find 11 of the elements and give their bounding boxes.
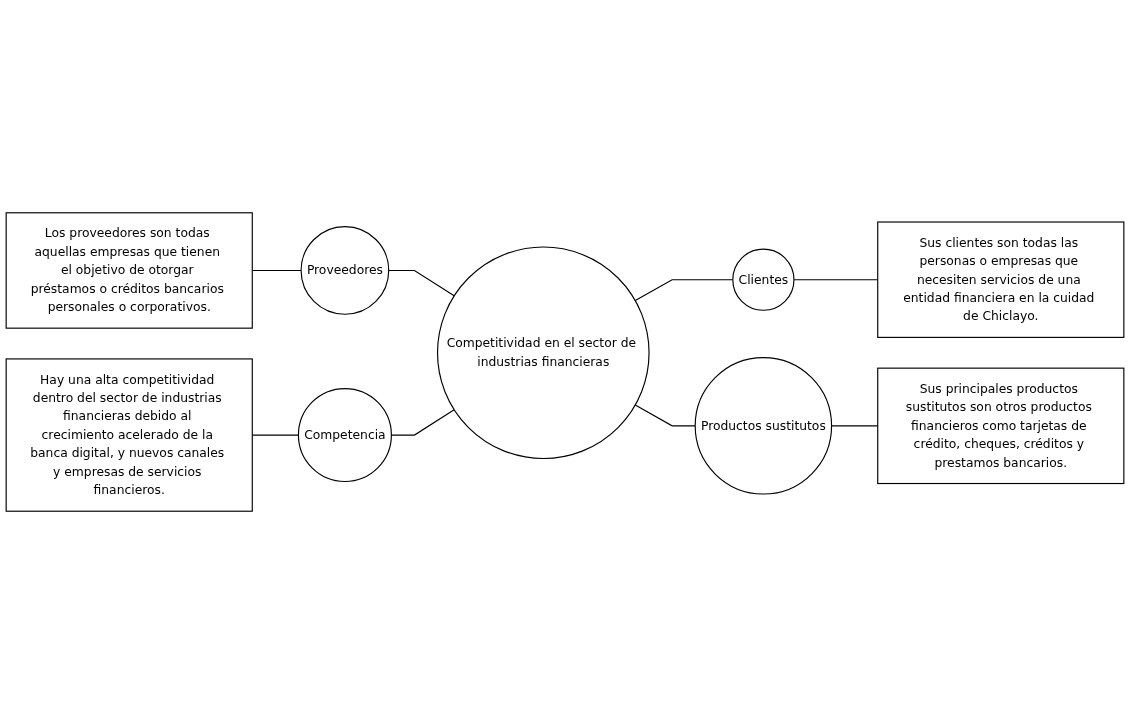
node-box: Sus clientes son todas las personas o empresas que necesiten servicios de una entidad financiera en la cuidad de Chiclayo. <box>877 221 1125 338</box>
node-box: Sus principales productos sustitutos son otros productos financieros como tarjetas de crédito, cheques, créditos y prestamos bancarios. <box>877 367 1125 485</box>
node-circle: Competitividad en el sector de industrias financieras <box>436 246 650 460</box>
connector <box>388 269 455 297</box>
node-circle: Competencia <box>297 388 392 483</box>
node-circle: Clientes <box>732 248 795 311</box>
node-box: Los proveedores son todas aquellas empresas que tienen el objetivo de otorgar préstamos o créditos bancarios personales o corporativos. <box>5 212 253 329</box>
connector <box>634 404 696 427</box>
node-circle: Productos sustitutos <box>694 357 833 495</box>
node-circle: Proveedores <box>300 226 390 315</box>
node-box: Hay una alta competitividad dentro del sector de industrias financieras debido al crecimiento acelerado de la banca digital, y nuevos canales y empresas de servicios financieros. <box>5 358 253 512</box>
